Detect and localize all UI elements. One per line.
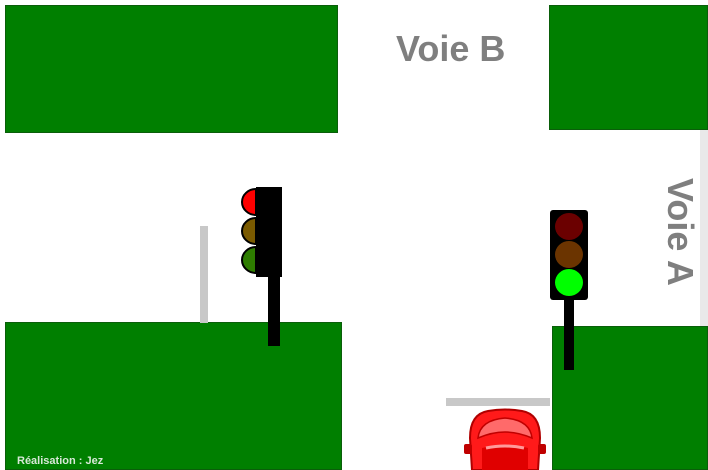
lamp-green-on <box>555 269 583 296</box>
grass-block-bottom-right <box>552 326 708 470</box>
stop-line-voie-b <box>200 226 208 323</box>
grass-block-top-left <box>5 5 338 133</box>
traffic-light-b-graphic <box>240 187 282 277</box>
lamp-green-off <box>242 247 256 273</box>
voie-b-label: Voie B <box>396 28 505 70</box>
traffic-light-voie-a[interactable] <box>550 210 588 300</box>
stop-line-voie-a <box>446 398 550 406</box>
car-icon <box>462 408 548 470</box>
lamp-red-on <box>242 189 256 215</box>
lamp-red-off <box>555 213 583 240</box>
lamp-amber-off <box>555 241 583 268</box>
traffic-light-voie-b[interactable] <box>240 187 282 277</box>
lamp-amber-off <box>242 218 256 244</box>
car[interactable] <box>462 408 548 470</box>
traffic-light-b-pole <box>268 270 280 346</box>
grass-block-top-right <box>549 5 708 130</box>
voie-a-label: Voie A <box>659 178 701 286</box>
credit-text: Réalisation : Jez <box>17 455 103 467</box>
grass-block-bottom-left <box>5 322 342 470</box>
side-strip <box>700 130 708 326</box>
traffic-light-a-pole <box>564 298 574 370</box>
